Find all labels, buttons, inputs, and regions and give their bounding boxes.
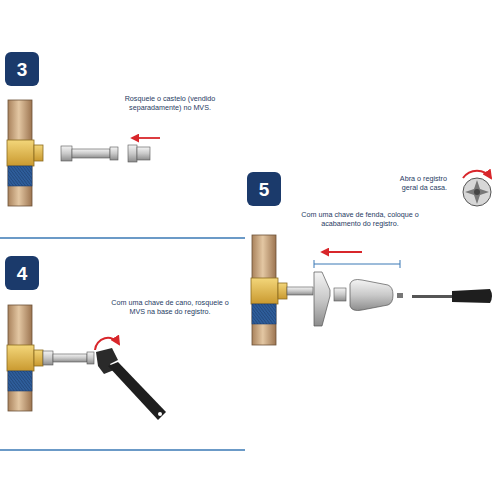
step-number-box: 3	[5, 52, 39, 86]
divider-line	[0, 237, 245, 239]
instruction-text: Com uma chave de cano, rosqueie o MVS na…	[103, 298, 237, 317]
castelo-part	[128, 145, 150, 162]
instruction-text: Abra o registro geral da casa.	[383, 174, 447, 193]
direction-arrow	[322, 251, 362, 253]
valve-handle-icon	[463, 178, 491, 206]
step-number: 4	[17, 264, 28, 283]
step5-pipe	[251, 235, 313, 345]
rotation-arrow	[463, 171, 491, 178]
rotation-arrow	[95, 338, 119, 350]
pipe-wrench	[96, 348, 166, 420]
divider-line	[0, 449, 245, 451]
step-number-box: 5	[247, 172, 281, 206]
instruction-text: Rosqueie o castelo (vendido separadament…	[116, 94, 224, 113]
instruction-text: Com uma chave de fenda, coloque o acabam…	[295, 210, 425, 229]
step-number-box: 4	[5, 256, 39, 290]
step-number: 5	[259, 180, 270, 199]
dimension-bracket	[314, 260, 400, 268]
step3-pipe	[7, 100, 43, 206]
finish-parts	[314, 272, 403, 326]
screwdriver	[412, 289, 492, 303]
mvs-part	[61, 146, 118, 161]
direction-arrow	[132, 137, 160, 139]
step4-pipe	[7, 305, 94, 411]
step-number: 3	[17, 60, 28, 79]
